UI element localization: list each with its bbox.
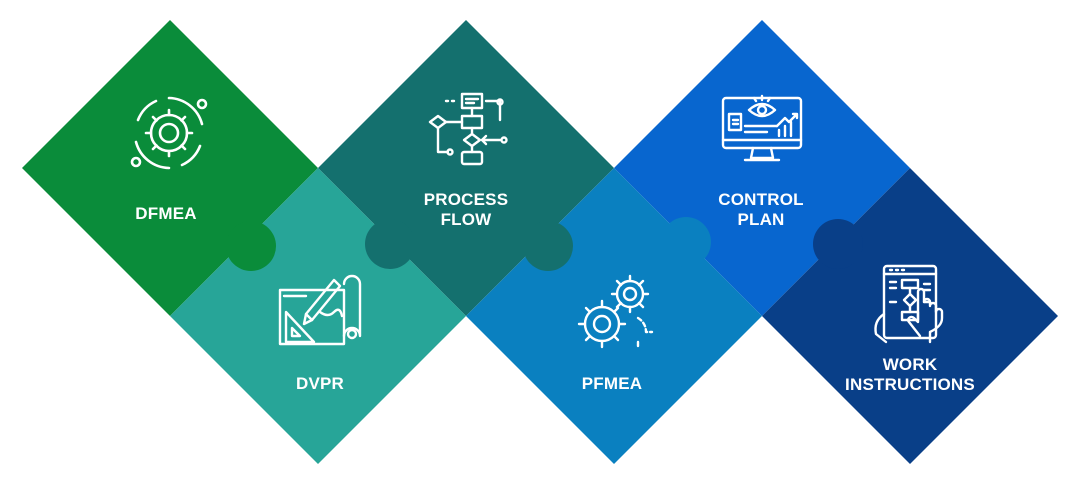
knob-work-instructions [813,219,863,269]
flowchart-icon [424,90,510,170]
label-pfmea: PFMEA [582,374,643,394]
knob-process-flow-right [523,221,573,271]
label-line: INSTRUCTIONS [845,375,975,394]
label-line: PLAN [737,210,785,229]
knob-dfmea [226,221,276,271]
label-line: CONTROL [718,190,804,209]
knob-process-flow [365,219,415,269]
gears-icon [572,270,658,354]
label-control-plan: CONTROL PLAN [718,190,803,230]
label-line: PROCESS [423,190,509,209]
label-line: FLOW [440,210,492,229]
knob-pfmea [661,217,711,267]
gear-cycle-icon [126,90,212,176]
label-line: DVPR [295,374,345,393]
blueprint-icon [276,272,362,352]
touch-tablet-icon [868,262,954,344]
label-work-instructions: WORK INSTRUCTIONS [845,355,975,395]
label-line: WORK [882,355,938,374]
monitor-eye-icon [719,92,805,168]
label-dvpr: DVPR [296,374,344,394]
label-line: PFMEA [581,374,643,393]
label-line: DFMEA [135,204,197,223]
label-dfmea: DFMEA [135,204,196,224]
label-process-flow: PROCESS FLOW [424,190,509,230]
